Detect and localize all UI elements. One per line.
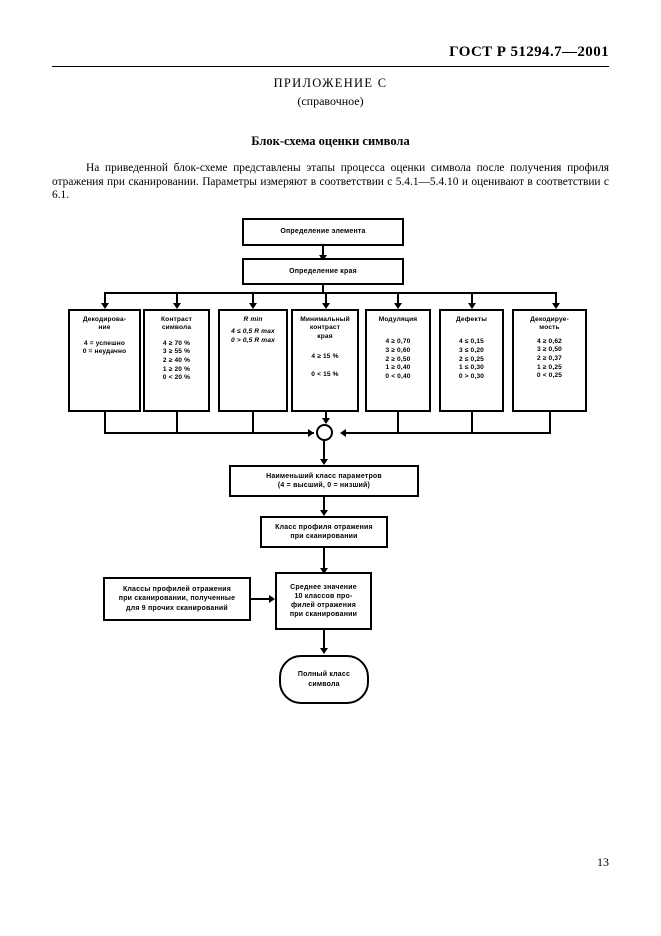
merge-junction: [316, 424, 333, 441]
arrowhead-collector-right-into-junction: [340, 429, 346, 437]
node-lowest-class-label: Наименьший класс параметров (4 = высший,…: [266, 472, 382, 489]
annex-heading: ПРИЛОЖЕНИЕ С (справочное): [0, 76, 661, 109]
drop-rmin-to-collector: [252, 412, 254, 434]
node-element-determination: Определение элемента: [242, 218, 404, 246]
node-min-edge-contrast: Минимальный контраст края 4 ≥ 15 % 0 < 1…: [291, 309, 359, 412]
node-decoding-values: 4 = успешно 0 = неудачно: [82, 339, 127, 356]
arrowhead-scan-profile-to-average: [320, 568, 328, 574]
node-min-edge-contrast-values: 4 ≥ 15 % 0 < 15 %: [311, 353, 339, 379]
node-modulation-title: Модуляция: [378, 316, 418, 323]
node-full-symbol-class: Полный класс символа: [279, 655, 369, 704]
arrowhead-bus-to-decodability: [552, 303, 560, 309]
connector-scan-profile-to-average: [323, 548, 325, 574]
node-modulation: Модуляция 4 ≥ 0,70 3 ≥ 0,60 2 ≥ 0,50 1 ≥…: [365, 309, 431, 412]
node-average-ten: Среднее значение 10 классов про- филей о…: [275, 572, 372, 630]
node-symbol-contrast-title: Контраст символа: [160, 316, 193, 332]
node-element-determination-label: Определение элемента: [280, 228, 366, 236]
annex-title: ПРИЛОЖЕНИЕ С: [273, 76, 388, 90]
connector-element-to-edge: [322, 246, 324, 257]
node-edge-determination: Определение края: [242, 258, 404, 285]
arrowhead-bus-to-min-edge-contrast: [322, 303, 330, 309]
node-average-ten-label: Среднее значение 10 классов про- филей о…: [289, 583, 358, 619]
drop-modulation-to-collector: [397, 412, 399, 434]
connector-lowest-class-to-scan-profile: [323, 497, 325, 513]
node-defects: Дефекты 4 ≤ 0,15 3 ≤ 0,20 2 ≤ 0,25 1 ≤ 0…: [439, 309, 504, 412]
node-modulation-values: 4 ≥ 0,70 3 ≥ 0,60 2 ≥ 0,50 1 ≥ 0,40 0 < …: [385, 338, 411, 380]
arrowhead-bus-to-decoding: [101, 303, 109, 309]
arrowhead-bus-to-rmin: [249, 303, 257, 309]
node-symbol-contrast-values: 4 ≥ 70 % 3 ≥ 55 % 2 ≥ 40 % 1 ≥ 20 % 0 < …: [162, 339, 191, 382]
node-other-scan-classes: Классы профилей отражения при сканирован…: [103, 577, 251, 621]
node-decoding: Декодирова- ние 4 = успешно 0 = неудачно: [68, 309, 141, 412]
node-lowest-class: Наименьший класс параметров (4 = высший,…: [229, 465, 419, 497]
node-min-edge-contrast-title: Минимальный контраст края: [300, 316, 350, 340]
node-scan-profile-class: Класс профиля отражения при сканировании: [260, 516, 388, 548]
node-symbol-contrast: Контраст символа 4 ≥ 70 % 3 ≥ 55 % 2 ≥ 4…: [143, 309, 210, 412]
connector-bus-to-modulation: [397, 292, 399, 305]
intro-paragraph: На приведенной блок-схеме представлены э…: [52, 162, 609, 202]
node-decodability-title: Декодируе- мость: [530, 316, 569, 332]
drop-symbol-contrast-to-collector: [176, 412, 178, 434]
arrowhead-bus-to-modulation: [394, 303, 402, 309]
drop-defects-to-collector: [471, 412, 473, 434]
node-rmin-values: 4 ≤ 0,5 R max 0 > 0,5 R max: [231, 328, 275, 344]
node-decoding-title: Декодирова- ние: [82, 316, 127, 332]
connector-bus-to-decoding: [104, 292, 106, 305]
arrowhead-average-to-full-class: [320, 648, 328, 654]
node-defects-title: Дефекты: [455, 316, 487, 323]
node-rmin-title: R min: [243, 316, 263, 323]
node-rmin: R min 4 ≤ 0,5 R max 0 > 0,5 R max: [218, 309, 288, 412]
drop-decoding-to-collector: [104, 412, 106, 434]
connector-other-scans-to-average: [251, 598, 272, 600]
annex-subtitle: (справочное): [297, 94, 364, 108]
node-other-scan-classes-label: Классы профилей отражения при сканирован…: [118, 586, 236, 612]
header-divider: [52, 66, 609, 67]
bus-collector-left: [104, 432, 314, 434]
node-defects-values: 4 ≤ 0,15 3 ≤ 0,20 2 ≤ 0,25 1 ≤ 0,30 0 > …: [458, 338, 485, 380]
connector-bus-to-rmin: [252, 292, 254, 305]
connector-average-to-full-class: [323, 630, 325, 652]
connector-junction-to-lowest-class: [323, 441, 325, 463]
bus-distribution: [105, 292, 557, 294]
node-scan-profile-class-label: Класс профиля отражения при сканировании: [275, 523, 373, 540]
bus-collector-right: [344, 432, 551, 434]
arrowhead-lowest-class-to-scan-profile: [320, 510, 328, 516]
standard-designation: ГОСТ Р 51294.7—2001: [449, 44, 609, 60]
arrowhead-bus-to-symbol-contrast: [173, 303, 181, 309]
section-title: Блок-схема оценки символа: [251, 134, 410, 148]
connector-bus-to-defects: [471, 292, 473, 305]
connector-bus-to-decodability: [555, 292, 557, 305]
node-full-symbol-class-label: Полный класс символа: [297, 671, 351, 688]
connector-edge-to-bus: [322, 285, 324, 294]
drop-decodability-to-collector: [549, 412, 551, 434]
drop-min-edge-contrast-to-junction: [325, 412, 327, 420]
arrowhead-collector-left-into-junction: [308, 429, 314, 437]
arrowhead-min-edge-contrast-to-junction: [322, 418, 330, 424]
arrowhead-bus-to-defects: [468, 303, 476, 309]
node-edge-determination-label: Определение края: [289, 267, 357, 275]
node-decodability: Декодируе- мость 4 ≥ 0,62 3 ≥ 0,50 2 ≥ 0…: [512, 309, 587, 412]
arrowhead-junction-to-lowest-class: [320, 459, 328, 465]
arrowhead-other-scans-to-average: [269, 595, 275, 603]
node-decodability-values: 4 ≥ 0,62 3 ≥ 0,50 2 ≥ 0,37 1 ≥ 0,25 0 < …: [536, 337, 563, 380]
connector-bus-to-min-edge-contrast: [325, 292, 327, 305]
page-number: 13: [597, 855, 609, 869]
connector-bus-to-symbol-contrast: [176, 292, 178, 305]
